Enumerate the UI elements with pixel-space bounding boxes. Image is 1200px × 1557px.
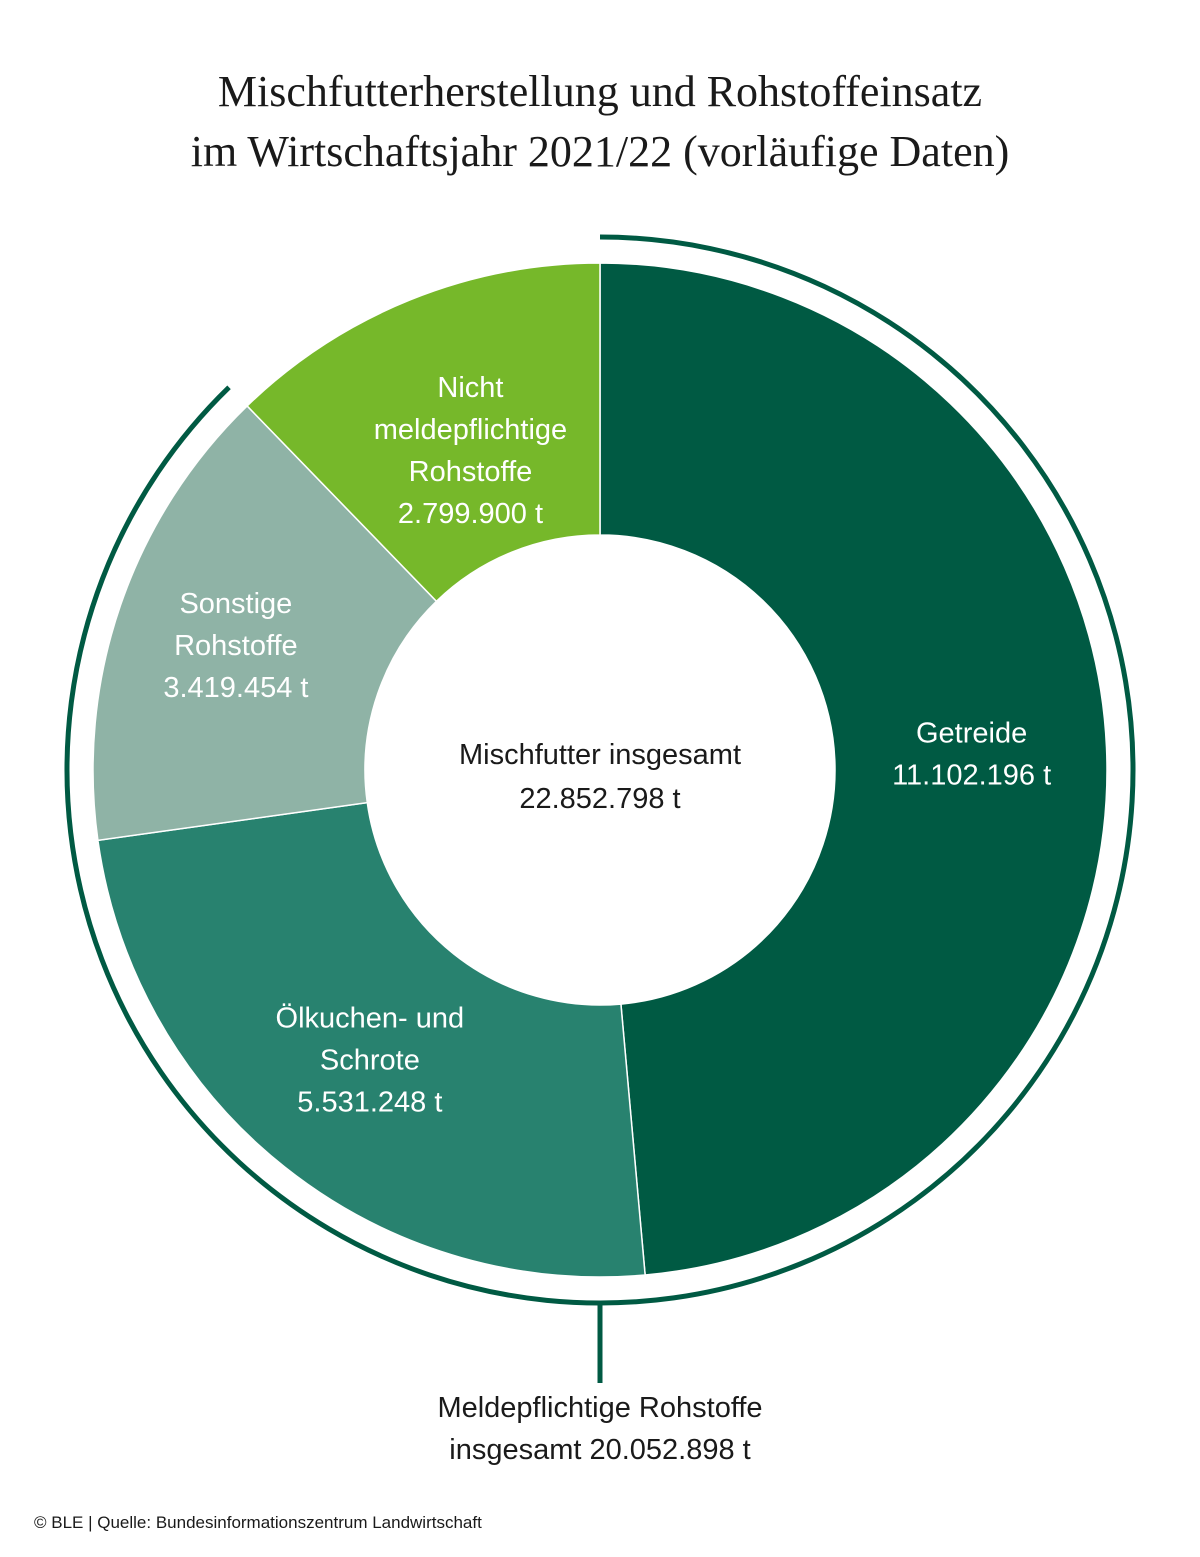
slice-label-olkuchen-und-schrote-0: Ölkuchen- und bbox=[276, 1003, 465, 1035]
slice-label-olkuchen-und-schrote-2: 5.531.248 t bbox=[297, 1087, 442, 1119]
slice-getreide bbox=[599, 262, 1108, 1276]
title-line-1: Mischfutterherstellung und Rohstoffeinsa… bbox=[217, 67, 983, 116]
slice-label-getreide-0: Getreide bbox=[916, 717, 1027, 749]
center-label-0: Mischfutter insgesamt bbox=[459, 739, 741, 771]
slice-nicht-meldepflichtige-rohstoffe bbox=[246, 262, 601, 603]
bracket-label-0: Meldepflichtige Rohstoffe bbox=[437, 1392, 762, 1424]
slice-olkuchen-und-schrote bbox=[97, 801, 646, 1278]
source-footer: © BLE | Quelle: Bundesinformationszentru… bbox=[34, 1513, 482, 1532]
slice-label-sonstige-rohstoffe-0: Sonstige bbox=[179, 588, 292, 620]
slice-label-nicht-meldepflichtige-rohstoffe-2: Rohstoffe bbox=[409, 456, 533, 488]
slice-label-sonstige-rohstoffe-1: Rohstoffe bbox=[174, 630, 298, 662]
title-line-2: im Wirtschaftsjahr 2021/22 (vorläufige D… bbox=[190, 127, 1010, 176]
slice-sonstige-rohstoffe bbox=[92, 404, 438, 842]
bracket-arc bbox=[64, 234, 1136, 1306]
bracket-label-1: insgesamt 20.052.898 t bbox=[449, 1434, 750, 1466]
chart-title: Mischfutterherstellung und Rohstoffeinsa… bbox=[0, 62, 1200, 182]
slice-label-nicht-meldepflichtige-rohstoffe-0: Nicht bbox=[437, 372, 503, 404]
slice-label-sonstige-rohstoffe-2: 3.419.454 t bbox=[163, 672, 308, 704]
slice-label-olkuchen-und-schrote-1: Schrote bbox=[320, 1045, 420, 1077]
slice-label-nicht-meldepflichtige-rohstoffe-3: 2.799.900 t bbox=[398, 498, 543, 530]
slice-label-getreide-1: 11.102.196 t bbox=[892, 759, 1051, 791]
slice-label-nicht-meldepflichtige-rohstoffe-1: meldepflichtige bbox=[374, 414, 567, 446]
center-label-1: 22.852.798 t bbox=[519, 783, 680, 815]
